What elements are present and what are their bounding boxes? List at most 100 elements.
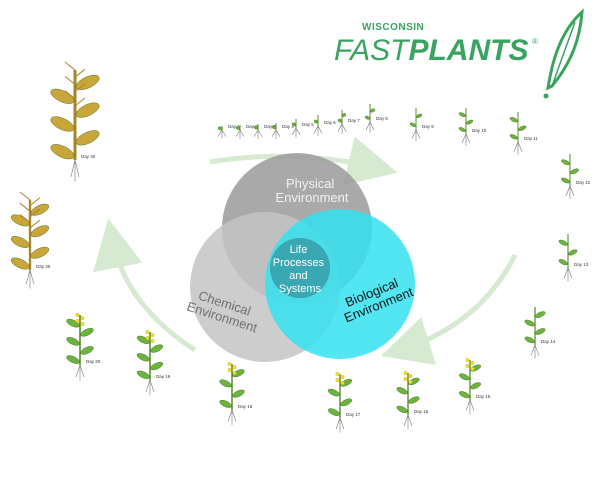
- wisconsin-fast-plants-logo: WISCONSIN FASTPLANTS ®: [334, 8, 584, 99]
- plant-stage: Day 10: [458, 108, 487, 146]
- plant-stage: Day 20: [66, 313, 101, 381]
- plant-leaf: [509, 117, 518, 123]
- day-label: Day 8: [376, 116, 388, 121]
- plant-leaf: [235, 126, 241, 130]
- plant-leaf: [458, 112, 466, 118]
- plant-leaf: [10, 236, 30, 248]
- plant-leaf: [30, 225, 50, 238]
- plant-leaf: [509, 134, 518, 140]
- day-label: Day 5: [302, 122, 314, 127]
- plant-flower: [465, 364, 470, 368]
- plant-leaf: [150, 361, 164, 371]
- plant-roots: [313, 125, 323, 136]
- plant-leaf: [271, 125, 277, 130]
- plant-stage: Day 13: [558, 234, 589, 282]
- day-label: Day 7: [348, 118, 360, 123]
- plant-flower: [340, 381, 345, 385]
- plant-stage: Day 5: [291, 119, 314, 138]
- plant-leaf: [524, 336, 535, 344]
- plant-seed-pod: [74, 68, 86, 78]
- plant-stage: Day 8: [364, 104, 388, 133]
- plant-leaf: [524, 319, 535, 327]
- logo-plants-text: PLANTS: [408, 34, 528, 67]
- plant-stage: Day 7: [337, 110, 360, 135]
- plant-leaf: [291, 122, 297, 127]
- logo-wisconsin-text: WISCONSIN: [362, 22, 424, 33]
- leaf-icon: [543, 8, 584, 99]
- plant-stage: Day 30: [10, 191, 51, 289]
- plant-roots: [465, 399, 475, 414]
- plant-leaf: [535, 311, 546, 318]
- plant-roots: [403, 414, 413, 430]
- plant-leaf: [313, 119, 319, 124]
- day-label: Day 4: [282, 124, 294, 129]
- plant-leaf: [232, 389, 245, 398]
- plant-leaf: [327, 388, 340, 397]
- cycle-arrow-left: [93, 218, 197, 353]
- plant-flower: [232, 371, 237, 375]
- day-label: Day 11: [524, 136, 538, 141]
- plant-roots: [253, 129, 263, 139]
- plant-leaf: [75, 130, 100, 146]
- plant-leaf: [150, 344, 164, 353]
- day-label: Day 20: [86, 359, 101, 364]
- plant-roots: [271, 129, 281, 140]
- plant-leaf: [80, 346, 94, 355]
- plant-stage: Day 16: [396, 371, 429, 430]
- plant-roots: [291, 127, 301, 138]
- plant-roots: [227, 409, 237, 425]
- plant-flower: [145, 330, 150, 334]
- plant-flower: [150, 333, 155, 337]
- plant-leaf: [340, 398, 353, 407]
- plant-flower: [232, 365, 237, 369]
- plant-leaf: [416, 113, 423, 119]
- plant-leaf: [219, 399, 232, 408]
- plant-stage: Day 1: [217, 124, 240, 139]
- plant-leaf: [369, 108, 376, 113]
- plant-stage: Day 18: [219, 362, 253, 425]
- plant-roots: [337, 123, 347, 135]
- plant-roots: [145, 379, 155, 396]
- plant-seed-pod: [29, 219, 41, 229]
- day-label: Day 40: [81, 154, 96, 159]
- plant-leaf: [459, 391, 470, 399]
- plant-seed-pod: [19, 214, 31, 223]
- plant-flower: [340, 375, 345, 379]
- day-label: Day 1: [228, 124, 240, 129]
- plant-leaf: [232, 369, 245, 378]
- plant-roots: [25, 269, 35, 289]
- plant-stage: Day 40: [50, 61, 100, 182]
- plant-leaf: [136, 335, 150, 344]
- plant-leaf: [364, 115, 371, 120]
- plant-stage: Day 14: [524, 307, 556, 359]
- plant-leaf: [66, 355, 80, 364]
- plant-leaf: [50, 88, 75, 104]
- day-label: Day 16: [414, 409, 429, 414]
- plant-stage: Day 17: [327, 372, 361, 433]
- plant-flower: [408, 380, 413, 384]
- day-label: Day 14: [541, 339, 556, 344]
- plant-flower: [465, 358, 470, 362]
- physical-environment-label: Physical Environment: [276, 176, 349, 205]
- plant-stage: Day 19: [136, 330, 171, 396]
- plant-leaf: [341, 113, 347, 117]
- plant-seed-pod: [74, 83, 86, 92]
- logo-fast-plants-text: FASTPLANTS: [334, 34, 528, 67]
- plant-leaf: [219, 379, 232, 388]
- plant-roots: [530, 344, 540, 359]
- day-label: Day 10: [472, 128, 487, 133]
- day-label: Day 15: [476, 394, 491, 399]
- plant-leaf: [75, 102, 100, 118]
- plant-leaf: [558, 259, 568, 266]
- overlap-center: [270, 238, 330, 298]
- plant-seed-pod: [29, 208, 41, 218]
- life-processes-label: Life Processes and Systems: [273, 244, 327, 295]
- day-label: Day 19: [156, 374, 171, 379]
- plant-seed-pod: [19, 202, 31, 212]
- plant-roots: [513, 141, 523, 155]
- plant-roots: [563, 267, 573, 282]
- plant-leaf: [459, 373, 470, 381]
- plant-flower: [145, 336, 150, 340]
